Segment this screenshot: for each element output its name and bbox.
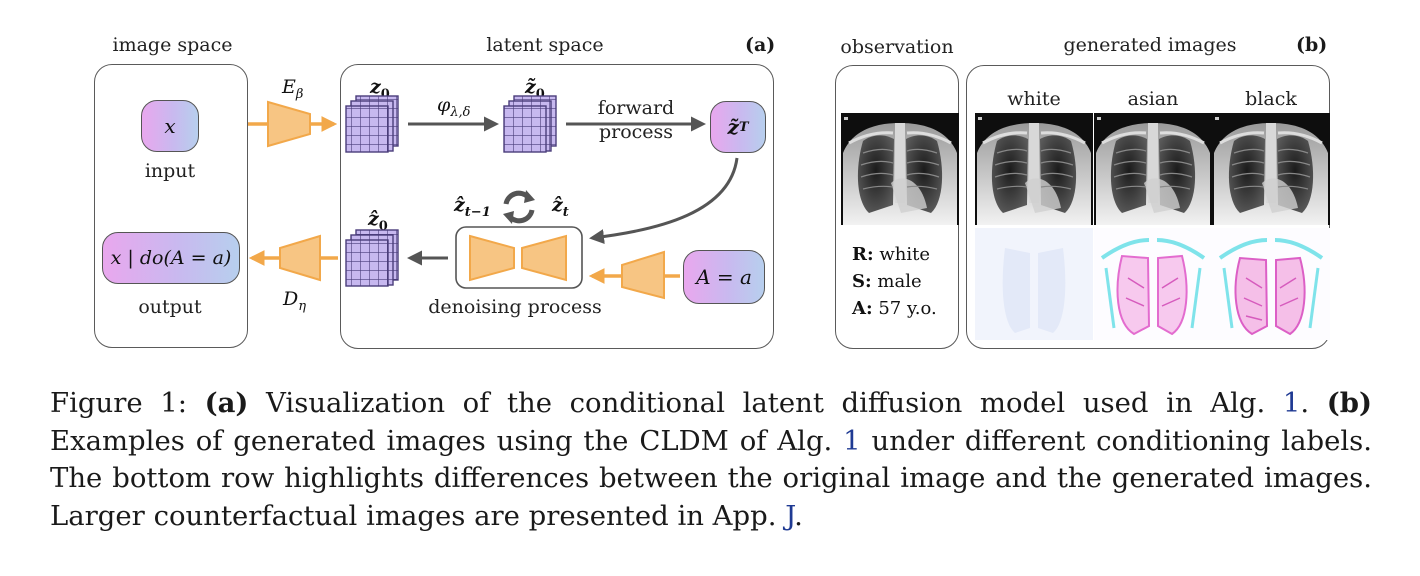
xray-asian bbox=[1094, 113, 1212, 225]
image-space-label: image space bbox=[112, 34, 233, 56]
zhat0-grid-icon bbox=[345, 229, 399, 287]
cycle-icon bbox=[503, 190, 535, 224]
figure-caption: Figure 1: (a) Visualization of the condi… bbox=[50, 387, 1372, 532]
caption-ref-alg-2[interactable]: 1 bbox=[843, 424, 861, 457]
denoising-label: denoising process bbox=[428, 296, 602, 318]
z0-grid-icon bbox=[345, 95, 399, 153]
zhat-tm1-label: ẑt−1 bbox=[454, 194, 491, 220]
decoder-label: Dη bbox=[283, 288, 307, 314]
meta-sex: S: male bbox=[852, 271, 922, 292]
zhat0-label: ẑ0 bbox=[368, 208, 388, 234]
caption-ref-alg[interactable]: 1 bbox=[1282, 387, 1301, 419]
denoiser-decoder-icon bbox=[521, 234, 567, 282]
zhat-t-label: ẑt bbox=[552, 194, 569, 220]
column-white: white bbox=[1007, 88, 1061, 110]
input-label: input bbox=[144, 160, 196, 182]
phi-label: φλ,δ bbox=[437, 94, 471, 120]
encoder-label: Eβ bbox=[282, 76, 304, 102]
denoiser-encoder-icon bbox=[469, 234, 515, 282]
condition-encoder-icon bbox=[588, 250, 680, 300]
encoder-icon bbox=[248, 100, 338, 148]
output-label: output bbox=[138, 296, 202, 318]
caption-part-a: (a) bbox=[204, 387, 249, 419]
forward-label: forward process bbox=[597, 97, 675, 143]
xray-black bbox=[1212, 113, 1330, 225]
ztilde0-label: z̃0 bbox=[525, 76, 545, 102]
meta-age: A: 57 y.o. bbox=[852, 298, 937, 319]
diff-white bbox=[975, 228, 1093, 340]
decoder-icon bbox=[248, 234, 338, 282]
panel-b-tag: (b) bbox=[1296, 34, 1328, 56]
z0-label: z0 bbox=[370, 76, 390, 102]
column-black: black bbox=[1245, 88, 1297, 110]
ztilde0-grid-icon bbox=[503, 95, 557, 153]
xray-observation bbox=[841, 113, 959, 225]
meta-race: R: white bbox=[852, 244, 930, 265]
xray-white bbox=[975, 113, 1093, 225]
ztildeT-node: z̃T bbox=[710, 101, 766, 153]
generated-label: generated images bbox=[1063, 34, 1237, 56]
panel-a-tag: (a) bbox=[745, 34, 776, 56]
diagram-a-graphics bbox=[248, 95, 739, 300]
ztildeT-to-denoise-arrow bbox=[589, 157, 739, 245]
diff-black bbox=[1212, 228, 1330, 340]
input-node: x bbox=[141, 100, 199, 152]
observation-label: observation bbox=[840, 36, 954, 58]
caption-ref-app[interactable]: J bbox=[785, 499, 795, 532]
latent-space-label: latent space bbox=[486, 34, 604, 56]
column-asian: asian bbox=[1127, 88, 1179, 110]
condition-node: A = a bbox=[683, 250, 765, 304]
output-node: x | do(A = a) bbox=[102, 232, 240, 284]
caption-part-b: (b) bbox=[1326, 387, 1372, 419]
diff-asian bbox=[1094, 228, 1212, 340]
